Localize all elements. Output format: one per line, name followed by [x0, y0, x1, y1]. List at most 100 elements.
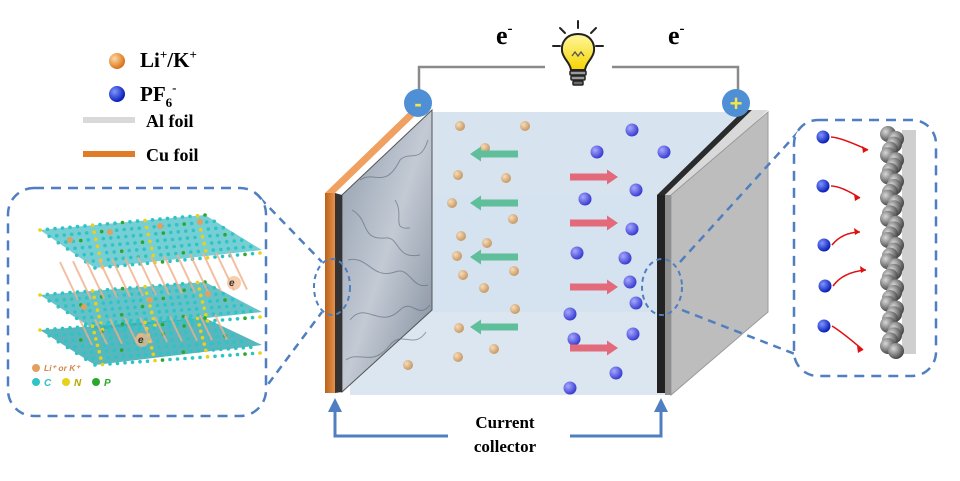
lattice-atom — [53, 327, 57, 331]
cation-particle — [453, 352, 463, 362]
lattice-atom — [108, 264, 112, 269]
anion-particle — [625, 123, 639, 137]
lattice-atom — [221, 291, 226, 296]
lattice-atom — [160, 358, 165, 362]
lattice-atom — [215, 298, 220, 303]
lattice-atom — [144, 353, 148, 357]
lattice-atom — [172, 244, 176, 249]
lattice-atom — [195, 213, 200, 218]
lattice-atom — [175, 357, 180, 361]
lattice-atom — [228, 353, 232, 358]
lattice-atom — [202, 241, 206, 246]
lattice-atom — [79, 238, 83, 243]
lattice-atom — [99, 356, 103, 360]
lattice-atom — [165, 283, 170, 287]
lattice-atom — [148, 239, 152, 244]
lattice-atom — [129, 227, 134, 231]
lattice-atom — [125, 241, 130, 246]
lattice-atom — [178, 237, 182, 241]
lattice-atom — [181, 314, 186, 319]
lattice-atom — [125, 306, 130, 310]
anion-flow-arrow — [570, 215, 618, 231]
lattice-atom — [114, 320, 118, 324]
cation-flow-arrow — [470, 319, 518, 335]
lattice-atom — [60, 291, 65, 296]
ion-path-ray — [109, 318, 123, 345]
lattice-atom — [154, 232, 158, 236]
lattice-atom — [232, 340, 236, 344]
lattice-atom — [119, 249, 124, 253]
lattice-atom — [118, 242, 122, 246]
collector-label-line2: collector — [474, 437, 537, 456]
lattice-atom — [228, 317, 232, 322]
lattice-atom — [131, 299, 136, 303]
lattice-atom — [107, 329, 111, 334]
ion-path-ray — [163, 255, 183, 295]
lattice-atom — [206, 227, 211, 231]
lattice-atom — [159, 351, 163, 356]
lattice-atom — [213, 255, 217, 259]
lattice-atom — [119, 313, 124, 317]
lattice-atom — [158, 217, 162, 221]
anion-particle — [817, 238, 831, 252]
lattice-atom — [220, 318, 225, 322]
cation-flow-arrow — [470, 195, 518, 211]
graphene-layers-illustration — [38, 213, 262, 367]
lattice-atom — [125, 341, 130, 345]
lattice-atom — [93, 266, 97, 270]
cation-particle — [510, 304, 520, 314]
lattice-atom — [128, 220, 132, 224]
battery-cell — [325, 108, 769, 397]
lattice-atom — [97, 314, 101, 319]
lattice-atom — [230, 232, 235, 236]
lattice-atom — [155, 303, 160, 308]
lattice-atom — [239, 238, 244, 243]
lattice-atom — [89, 315, 94, 320]
lattice-atom — [165, 216, 170, 221]
lattice-atom — [80, 309, 85, 314]
cathode-collector — [657, 110, 752, 195]
cation-particle — [454, 323, 464, 333]
anode-zoom-callout: e e Li⁺ or K⁺ C N P — [6, 186, 351, 418]
lattice-atom — [176, 230, 181, 234]
lattice-atom — [164, 309, 169, 314]
lattice-atom — [184, 330, 188, 335]
lattice-atom — [195, 316, 200, 321]
lattice-atom — [158, 283, 162, 288]
lattice-atom — [103, 243, 107, 248]
left-electron-label: e- — [496, 21, 513, 50]
lattice-atom — [214, 292, 218, 297]
intercalated-cation — [197, 219, 203, 225]
lattice-atom — [128, 286, 132, 290]
lattice-atom — [219, 311, 223, 316]
intercalated-cation — [107, 229, 113, 235]
cathode-collector-face — [657, 195, 665, 393]
ion-path-ray — [111, 258, 131, 298]
lattice-atom — [69, 297, 74, 301]
lattice-atom — [149, 310, 154, 315]
lattice-atom — [189, 221, 194, 226]
lattice-atom — [213, 318, 217, 323]
lattice-atom — [157, 345, 161, 350]
lattice-atom — [211, 248, 216, 252]
lattice-atom — [174, 350, 178, 355]
lattice-atom — [167, 325, 171, 329]
lattice-atom — [191, 228, 196, 233]
lattice-atom — [172, 344, 176, 349]
lattice-atom — [185, 337, 190, 341]
lattice-atom — [172, 308, 176, 313]
lattice-atom — [116, 300, 121, 304]
lattice-atom — [153, 358, 157, 363]
lattice-atom — [230, 297, 235, 302]
lattice-atom — [115, 361, 120, 366]
lattice-atom — [168, 322, 172, 326]
lattice-atom — [129, 292, 134, 297]
lattice-atom — [106, 320, 111, 325]
lattice-atom — [71, 303, 76, 308]
lattice-atom — [124, 335, 128, 339]
lattice-atom — [224, 340, 229, 345]
intercalation-arrowhead — [862, 146, 868, 153]
lattice-atom — [53, 292, 57, 296]
lattice-atom — [166, 252, 171, 256]
